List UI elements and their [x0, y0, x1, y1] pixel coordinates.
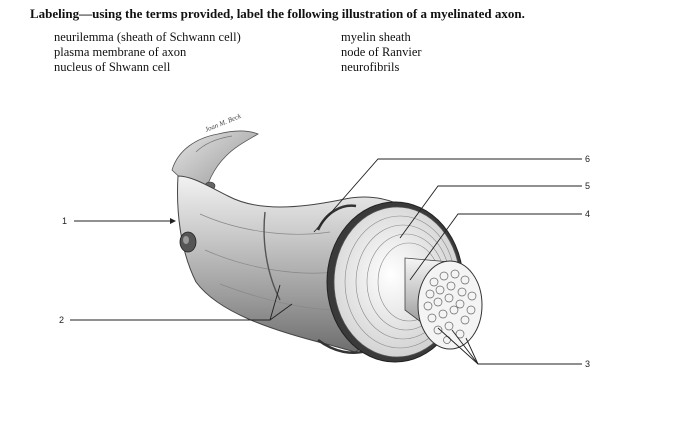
- leader-line-6: [313, 158, 582, 233]
- worksheet-heading: Labeling—using the terms provided, label…: [30, 6, 525, 21]
- node-of-ranvier-mark: [263, 211, 281, 301]
- axon-cylinder: [404, 257, 483, 350]
- term-list-left: neurilemma (sheath of Schwann cell) plas…: [54, 30, 241, 75]
- term-plasma-membrane: plasma membrane of axon: [54, 45, 187, 59]
- artist-signature: Joan M. Beck: [204, 112, 243, 134]
- term-node-of-ranvier: node of Ranvier: [341, 45, 422, 59]
- axon-cut-face: [417, 260, 483, 350]
- leader-lines: [70, 158, 582, 365]
- leader-line-5: [399, 185, 582, 239]
- term-schwann-nucleus: nucleus of Shwann cell: [54, 60, 171, 74]
- leader-line-3b: [465, 337, 479, 365]
- label-number-6: 6: [585, 154, 590, 164]
- term-myelin-sheath: myelin sheath: [341, 30, 411, 44]
- arrowhead-1-icon: [170, 218, 176, 224]
- term-neurilemma: neurilemma (sheath of Schwann cell): [54, 30, 241, 44]
- label-number-1: 1: [62, 216, 67, 226]
- label-number-4: 4: [585, 209, 590, 219]
- label-number-5: 5: [585, 181, 590, 191]
- label-number-3: 3: [585, 359, 590, 369]
- label-number-2: 2: [59, 315, 64, 325]
- leader-line-4: [409, 213, 582, 281]
- leader-line-3c: [437, 327, 479, 365]
- neurofibrils-icon: [423, 269, 477, 344]
- leader-line-2b: [269, 303, 293, 321]
- term-list-right: myelin sheath node of Ranvier neurofibri…: [341, 30, 422, 75]
- term-neurofibrils: neurofibrils: [341, 60, 400, 74]
